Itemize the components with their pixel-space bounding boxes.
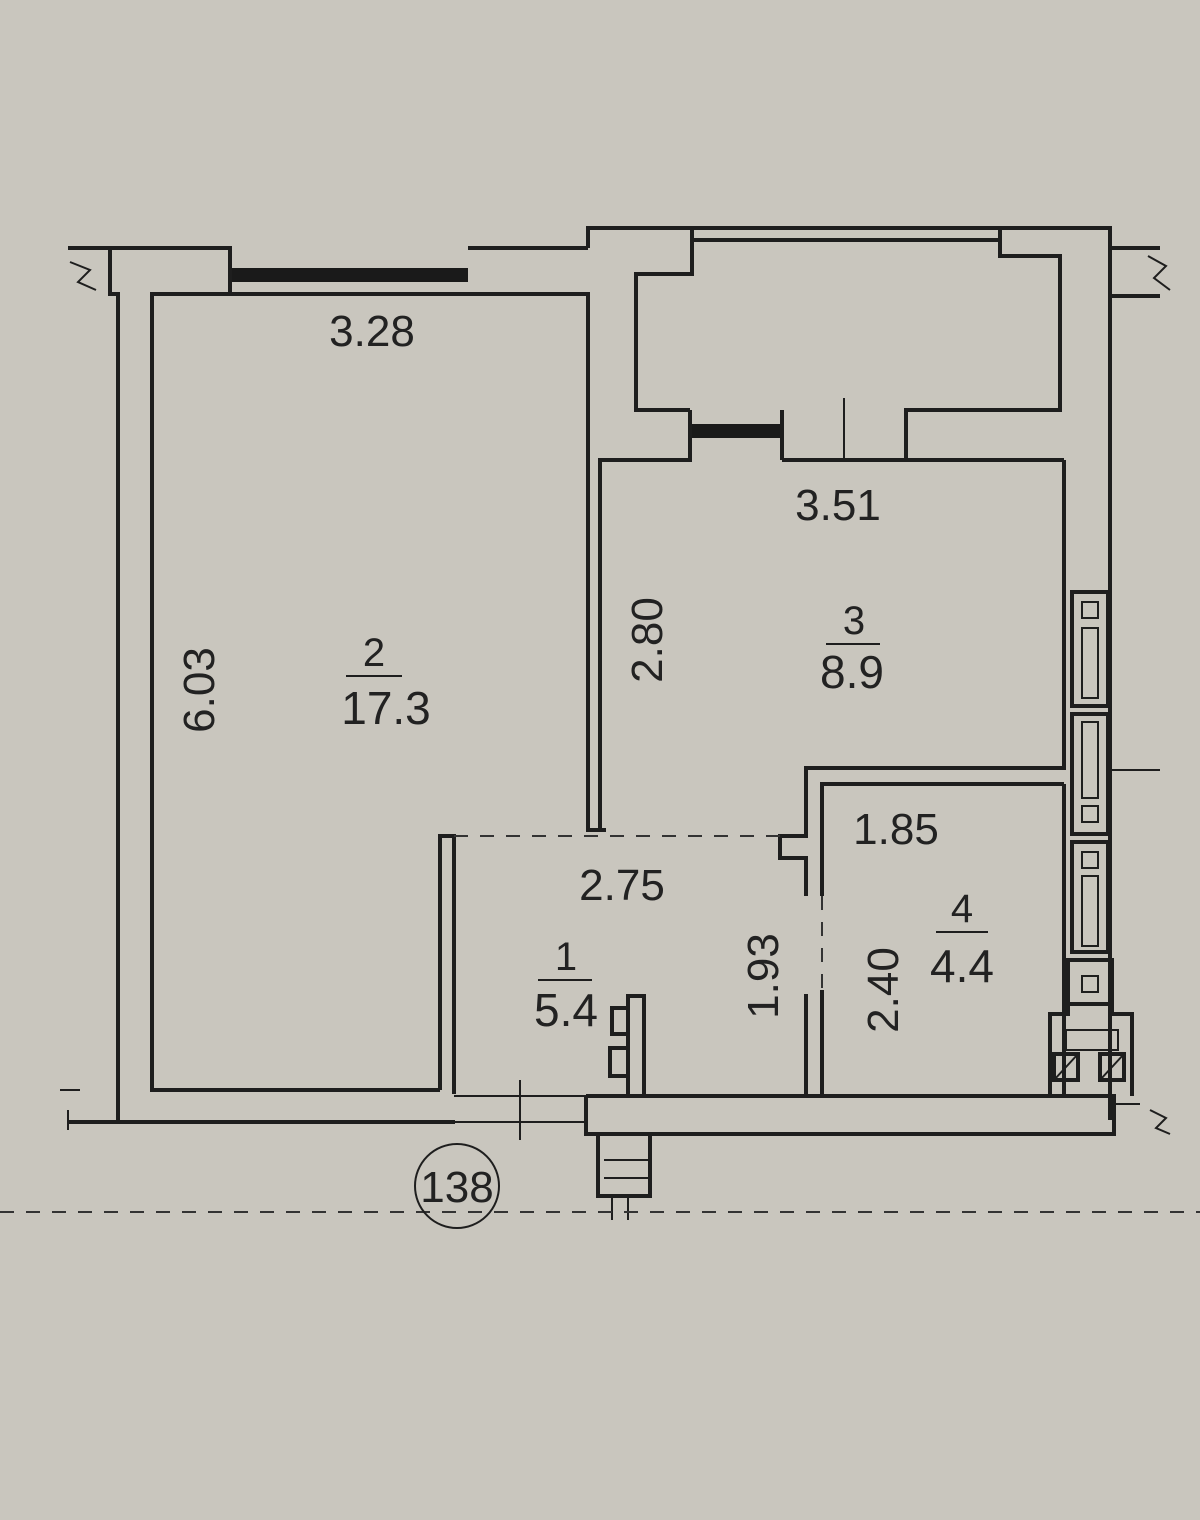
room4-area: 4.4 (930, 940, 994, 992)
exterior-walls (60, 226, 1171, 1220)
room1-area: 5.4 (534, 984, 598, 1036)
room3-number: 3 (843, 599, 865, 643)
room1-number: 1 (555, 935, 577, 979)
room3-area: 8.9 (820, 646, 884, 698)
apartment-number: 138 (420, 1163, 493, 1212)
room4-length-label: 2.40 (859, 947, 908, 1033)
room3-length-label: 2.80 (623, 597, 672, 683)
room2-area: 17.3 (341, 682, 431, 734)
room1-length-label: 1.93 (739, 933, 788, 1019)
shaft-1 (1070, 590, 1110, 708)
room4-width-label: 1.85 (853, 805, 939, 854)
room4-number: 4 (951, 887, 973, 931)
room2-width-label: 3.28 (329, 307, 415, 356)
window-room-3 (690, 424, 782, 438)
room3-width-label: 3.51 (795, 481, 881, 530)
window-room-2 (232, 268, 468, 282)
room2-length-label: 6.03 (175, 647, 224, 733)
room1-width-label: 2.75 (579, 861, 665, 910)
room2-number: 2 (363, 631, 385, 675)
apartment-number-circle (414, 1143, 500, 1229)
